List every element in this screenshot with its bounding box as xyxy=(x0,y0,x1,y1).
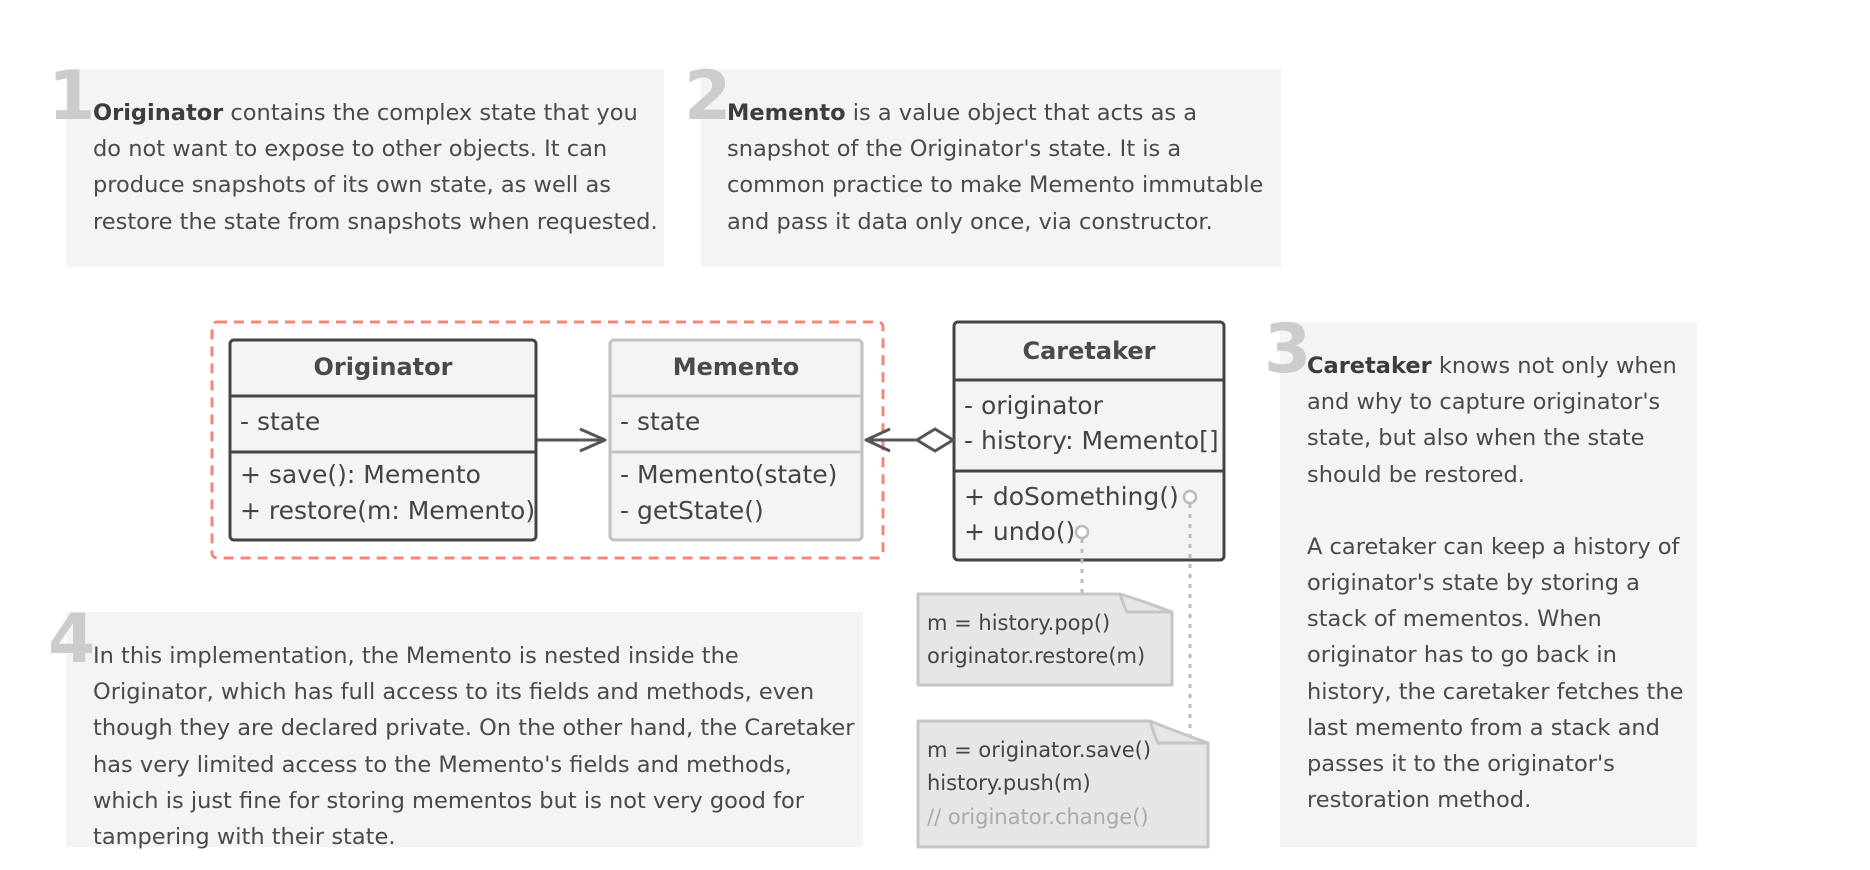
caretaker-method-undo: + undo() xyxy=(964,517,1075,546)
originator-class: Originator - state + save(): Memento + r… xyxy=(228,338,538,542)
originator-method-save: + save(): Memento xyxy=(240,460,481,489)
note-3-number: 3 xyxy=(1264,310,1312,389)
note-2-lead: Memento xyxy=(727,100,846,126)
note-2-body: is a value object that acts as a snapsho… xyxy=(727,100,1264,235)
note-1-body: contains the complex state that you do n… xyxy=(93,100,658,235)
note-3-box: 3 Caretaker knows not only when and why … xyxy=(1264,316,1697,847)
note-3-body-2: A caretaker can keep a history of origin… xyxy=(1307,533,1684,814)
note-3-body: knows not only when and why to capture o… xyxy=(1307,353,1677,488)
memento-class-title: Memento xyxy=(673,353,800,381)
dosomething-code-line-2: history.push(m) xyxy=(927,771,1091,795)
memento-class: Memento - state - Memento(state) - getSt… xyxy=(608,338,864,542)
note-2-number: 2 xyxy=(684,57,732,136)
originator-class-title: Originator xyxy=(314,353,453,381)
caretaker-class-title: Caretaker xyxy=(1022,337,1155,365)
undo-code-line-2: originator.restore(m) xyxy=(927,644,1145,668)
note-4-body: In this implementation, the Memento is n… xyxy=(93,643,855,851)
memento-field-state: - state xyxy=(620,407,700,436)
note-1-lead: Originator xyxy=(93,100,224,126)
memento-method-constructor: - Memento(state) xyxy=(620,460,837,489)
caretaker-class: Caretaker - originator - history: Mement… xyxy=(952,320,1226,562)
caretaker-field-history: - history: Memento[] xyxy=(964,426,1219,455)
note-1-number: 1 xyxy=(48,57,96,136)
nested-group-border xyxy=(210,320,885,560)
caretaker-method-dosomething: + doSomething() xyxy=(964,482,1179,511)
note-3-text: Caretaker knows not only when and why to… xyxy=(1307,348,1687,818)
undo-code-note: m = history.pop() originator.restore(m) xyxy=(916,592,1174,687)
note-1-text: Originator contains the complex state th… xyxy=(93,95,658,240)
caretaker-to-memento-aggregation xyxy=(864,427,956,453)
originator-method-restore: + restore(m: Memento) xyxy=(240,496,535,525)
caretaker-field-originator: - originator xyxy=(964,391,1104,420)
dosomething-code-note: m = originator.save() history.push(m) //… xyxy=(916,719,1210,849)
note-4-text: In this implementation, the Memento is n… xyxy=(93,638,863,855)
dosomething-code-comment: // originator.change() xyxy=(927,805,1149,829)
originator-to-memento-arrow xyxy=(537,427,607,453)
note-4-number: 4 xyxy=(48,600,96,679)
note-4-box: 4 In this implementation, the Memento is… xyxy=(48,606,863,850)
note-2-text: Memento is a value object that acts as a… xyxy=(727,95,1277,240)
originator-field-state: - state xyxy=(240,407,320,436)
dosomething-note-anchor xyxy=(1182,489,1198,505)
note-2-box: 2 Memento is a value object that acts as… xyxy=(684,63,1281,267)
memento-method-getstate: - getState() xyxy=(620,496,764,525)
undo-code-line-1: m = history.pop() xyxy=(927,611,1110,635)
undo-note-anchor xyxy=(1074,524,1090,540)
note-1-box: 1 Originator contains the complex state … xyxy=(48,63,664,267)
note-3-lead: Caretaker xyxy=(1307,353,1432,379)
dosomething-code-line-1: m = originator.save() xyxy=(927,738,1151,762)
